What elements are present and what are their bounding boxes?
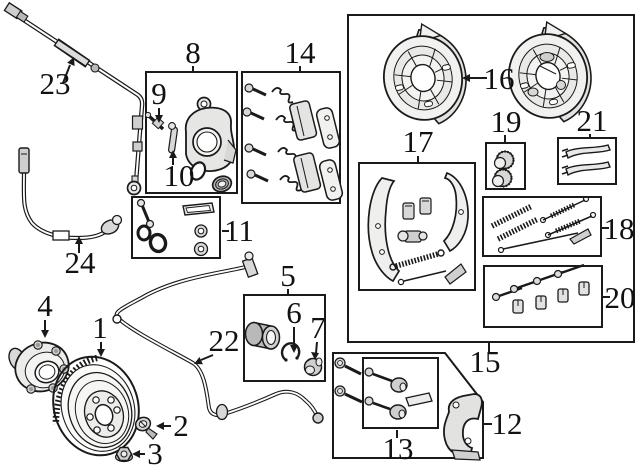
hub-nut xyxy=(303,357,323,377)
callout-20[interactable]: 20 xyxy=(605,280,636,315)
callout-21[interactable]: 21 xyxy=(577,103,608,138)
callout-7[interactable]: 7 xyxy=(310,310,326,345)
callout-14[interactable]: 14 xyxy=(285,35,317,70)
snap-ring xyxy=(280,342,301,362)
callout-8[interactable]: 8 xyxy=(185,35,201,70)
callout-18[interactable]: 18 xyxy=(604,211,635,246)
parking-brake-levers xyxy=(561,144,611,177)
guide-pins xyxy=(364,367,433,420)
bracket-bolts xyxy=(334,357,363,404)
brake-rotor xyxy=(52,354,140,457)
abs-speed-sensor xyxy=(18,147,123,241)
callout-1[interactable]: 1 xyxy=(92,310,108,345)
callout-12[interactable]: 12 xyxy=(492,406,523,441)
callout-24[interactable]: 24 xyxy=(65,245,97,280)
callout-16[interactable]: 16 xyxy=(484,61,515,96)
piston-seal xyxy=(189,161,207,181)
group-box-18 xyxy=(482,196,602,257)
adjuster-pistons xyxy=(491,150,515,188)
caliper-bracket xyxy=(443,393,483,461)
callout-11[interactable]: 11 xyxy=(224,213,254,248)
shoe-return-springs xyxy=(490,195,597,254)
callout-22[interactable]: 22 xyxy=(209,323,240,358)
abs-wire-harness xyxy=(112,251,324,424)
flange-nut xyxy=(114,446,134,463)
pad-clips xyxy=(271,87,302,192)
backing-plate-right xyxy=(497,14,601,132)
callout-6[interactable]: 6 xyxy=(286,295,302,330)
parking-shoe-hardware-detail xyxy=(527,52,566,97)
brake-pad-kit xyxy=(242,83,344,201)
callout-4[interactable]: 4 xyxy=(37,288,53,323)
caliper-repair-kit xyxy=(136,198,215,257)
bleeder-screw xyxy=(144,111,165,131)
callout-10[interactable]: 10 xyxy=(164,158,195,193)
callout-2[interactable]: 2 xyxy=(173,408,189,443)
callout-23[interactable]: 23 xyxy=(40,66,71,101)
callout-3[interactable]: 3 xyxy=(147,436,163,471)
pad-bolts xyxy=(242,83,269,183)
callout-17[interactable]: 17 xyxy=(403,124,434,159)
wheel-bearing xyxy=(244,321,281,350)
rotor-retaining-screw xyxy=(134,416,158,440)
brake-pads xyxy=(289,100,344,201)
hold-down-pins xyxy=(491,263,590,314)
caliper-pin xyxy=(168,122,178,154)
callout-5[interactable]: 5 xyxy=(280,258,296,293)
callout-13[interactable]: 13 xyxy=(383,431,414,466)
callout-9[interactable]: 9 xyxy=(151,76,167,111)
lug-holes xyxy=(86,396,121,434)
callout-15[interactable]: 15 xyxy=(470,344,501,379)
wheel-hub xyxy=(8,340,70,394)
parking-brake-shoes xyxy=(367,171,469,286)
brake-hose xyxy=(3,1,145,196)
leader-lines xyxy=(41,57,610,458)
callout-19[interactable]: 19 xyxy=(491,104,522,139)
shoe-springs xyxy=(389,249,467,286)
brake-caliper xyxy=(144,96,237,193)
shoe-adjuster xyxy=(397,230,428,243)
piston-boot xyxy=(211,175,233,193)
